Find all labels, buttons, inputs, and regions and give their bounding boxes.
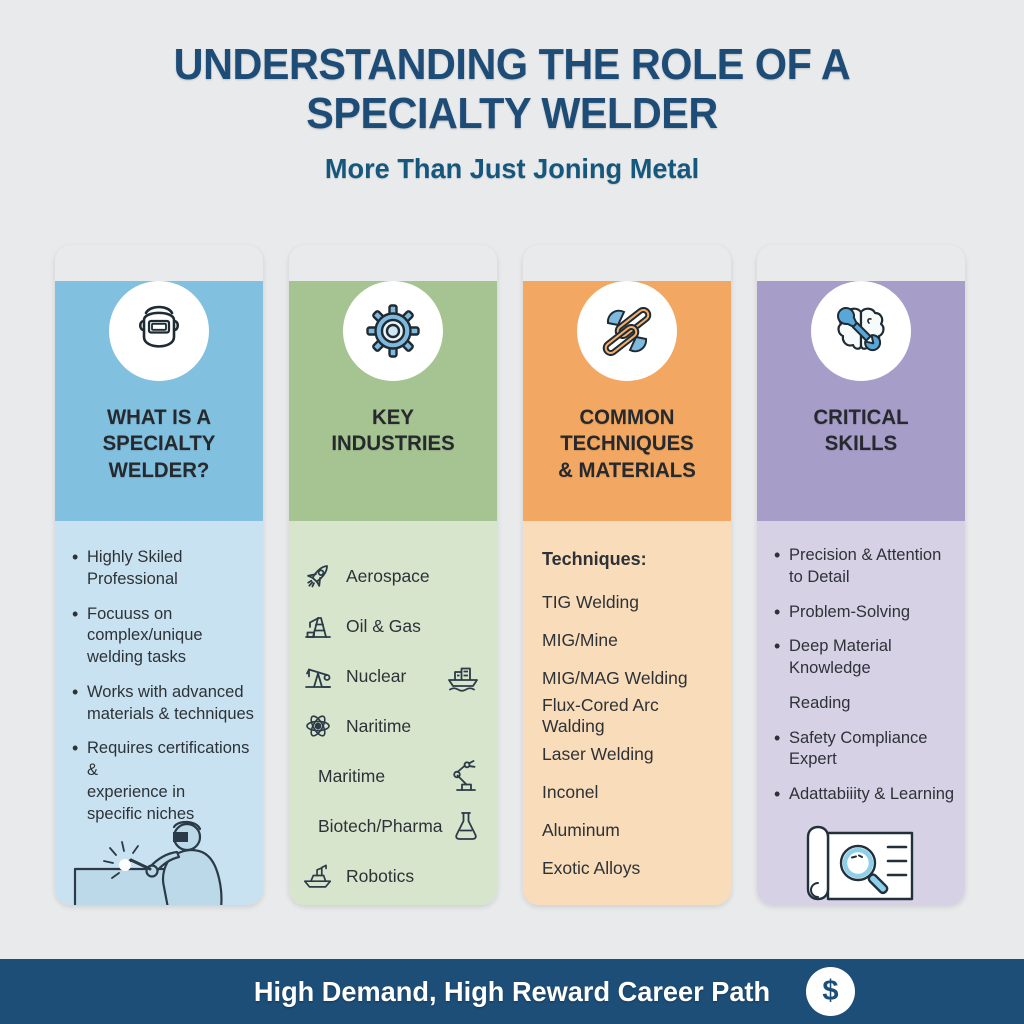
cargo-ship-icon <box>448 667 478 692</box>
icon-circle <box>343 281 443 381</box>
welder-at-work-illustration <box>73 820 223 905</box>
blueprint-magnifier-illustration <box>806 825 914 901</box>
list-item: Works with advanced materials & techniqu… <box>72 681 257 726</box>
list-item: Safety Compliance Expert <box>774 727 959 772</box>
list-item: Biotech/Pharma <box>289 801 497 851</box>
card-header: CRITICAL SKILLS <box>757 281 965 521</box>
list-item: Requires certifications & experience in … <box>72 737 257 825</box>
header: UNDERSTANDING THE ROLE OF A SPECIALTY WE… <box>0 40 1024 185</box>
list-item: Focuuss on complex/unique welding tasks <box>72 603 257 669</box>
oil-derrick-icon <box>305 617 331 638</box>
list-item: Laser Welding <box>542 743 654 764</box>
industry-label: Oil & Gas <box>346 615 421 636</box>
card-body: Precision & Attention to Detail Problem-… <box>757 521 965 905</box>
list-item: Maritime <box>289 751 497 801</box>
card-common-techniques-materials: COMMON TECHNIQUES & MATERIALS Techniques… <box>523 245 731 905</box>
list-item: Highly Skiled Professional <box>72 546 257 591</box>
card-header: KEY INDUSTRIES <box>289 281 497 521</box>
card-key-industries: KEY INDUSTRIES <box>289 245 497 905</box>
industry-label: Nuclear <box>346 665 407 686</box>
icon-circle <box>811 281 911 381</box>
page-subtitle: More Than Just Joning Metal <box>324 152 700 184</box>
card-what-is-specialty-welder: WHAT IS A SPECIALTY WELDER? Highly Skile… <box>55 245 263 905</box>
list-item: Nuclear <box>289 651 497 701</box>
industry-list: Aerospace <box>289 521 497 901</box>
industry-label: Maritime <box>318 765 386 786</box>
robot-arm-icon <box>453 760 476 791</box>
list-item: Precision & Attention to Detail <box>774 544 959 589</box>
list-item: Robotics <box>289 851 497 901</box>
card-body: Aerospace <box>289 521 497 905</box>
dollar-symbol: $ <box>822 975 839 1007</box>
list-item: Naritime <box>289 701 497 751</box>
list-item: MIG/MAG Welding <box>542 667 688 688</box>
list-item: Problem-Solving <box>774 601 959 624</box>
card-body: Highly Skiled Professional Focuuss on co… <box>55 521 263 905</box>
card-heading: WHAT IS A SPECIALTY WELDER? <box>102 406 216 482</box>
list-item: Adattabiiity & Learning <box>774 783 959 806</box>
atom-icon <box>306 715 330 737</box>
technique-list: Techniques: TIG Welding MIG/Mine MIG/MAG… <box>523 521 731 887</box>
brain-wrench-icon <box>837 307 885 352</box>
card-heading: COMMON TECHNIQUES & MATERIALS <box>558 406 696 482</box>
industry-label: Naritime <box>346 715 412 736</box>
industry-label: Biotech/Pharma <box>318 815 443 836</box>
list-item: Oil & Gas <box>289 601 497 651</box>
subheading: Techniques: <box>542 549 647 569</box>
list-item: Deep Material Knowledge <box>774 635 959 680</box>
card-heading: CRITICAL SKILLS <box>813 406 909 456</box>
footer-banner: High Demand, High Reward Career Path $ <box>0 959 1024 1024</box>
page-title: UNDERSTANDING THE ROLE OF A SPECIALTY WE… <box>173 40 851 139</box>
bullet-list: Precision & Attention to Detail Problem-… <box>757 521 965 807</box>
card-header: WHAT IS A SPECIALTY WELDER? <box>55 281 263 521</box>
dollar-icon: $ <box>806 967 855 1016</box>
pumpjack-icon <box>305 668 331 688</box>
list-item: Exotic Alloys <box>542 857 641 878</box>
welding-helmet-icon <box>138 305 180 348</box>
weld-joint-icon <box>602 307 652 356</box>
icon-circle <box>109 281 209 381</box>
gear-icon <box>366 304 420 358</box>
flask-icon <box>455 812 477 840</box>
rocket-icon <box>307 565 328 588</box>
list-item: MIG/Mine <box>542 629 618 650</box>
list-item: Inconel <box>542 781 599 802</box>
bullet-list: Highly Skiled Professional Focuuss on co… <box>55 521 263 825</box>
boat-icon <box>303 864 332 888</box>
industry-label: Robotics <box>346 865 415 886</box>
card-critical-skills: CRITICAL SKILLS Precision & Attention to… <box>757 245 965 905</box>
banner-text: High Demand, High Reward Career Path <box>253 975 771 1007</box>
list-item: Flux-Cored Arc Walding <box>542 695 659 736</box>
list-item: Aerospace <box>289 551 497 601</box>
list-item: Aluminum <box>542 819 620 840</box>
icon-circle <box>577 281 677 381</box>
industry-label: Aerospace <box>346 565 430 586</box>
list-item: Reading <box>789 693 851 712</box>
card-body: Techniques: TIG Welding MIG/Mine MIG/MAG… <box>523 521 731 905</box>
card-header: COMMON TECHNIQUES & MATERIALS <box>523 281 731 521</box>
card-heading: KEY INDUSTRIES <box>331 406 455 456</box>
list-item: TIG Welding <box>542 591 639 612</box>
